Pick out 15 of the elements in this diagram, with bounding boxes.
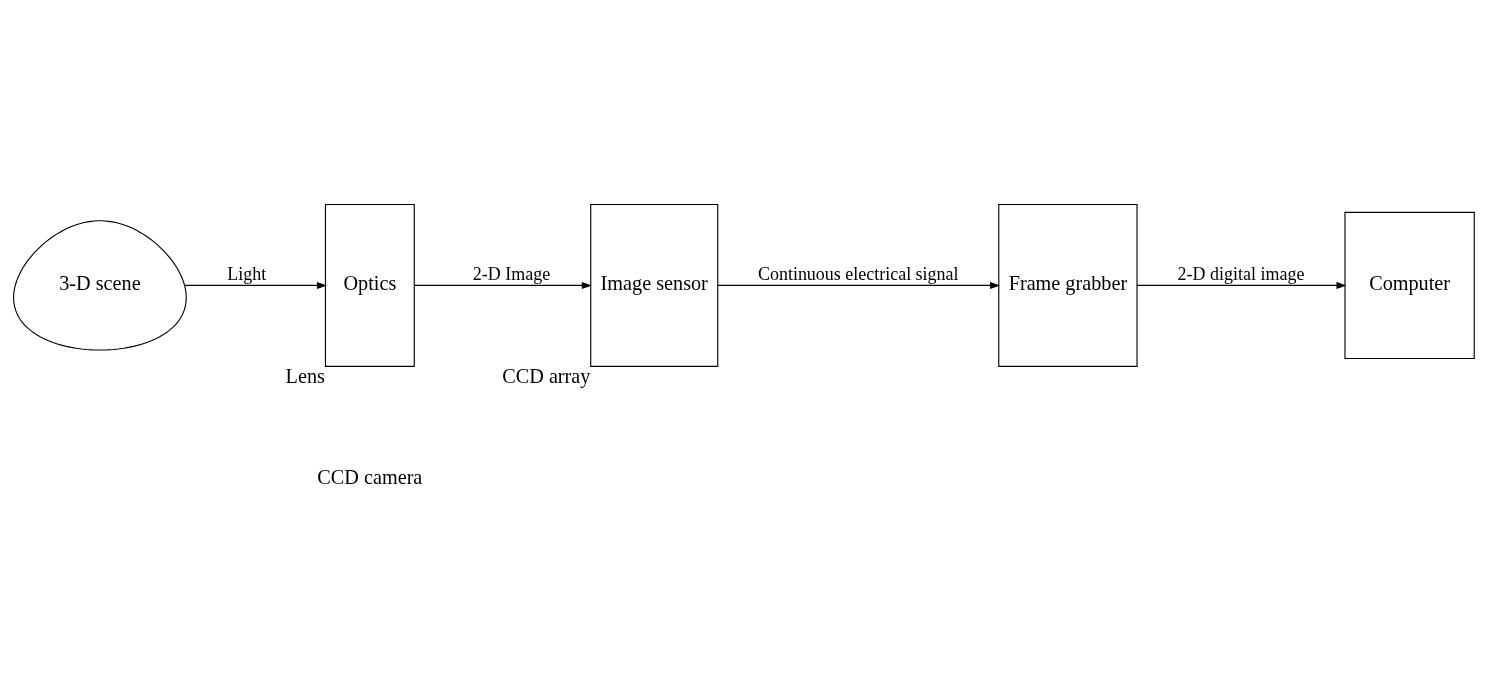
node-box: Frame grabber (998, 203, 1138, 367)
node-box: Image sensor (590, 203, 719, 367)
node-label: Lens (285, 364, 325, 387)
edge-label: Light (227, 263, 267, 284)
edge-label: 2-D Image (472, 263, 551, 284)
label: CCD camera (317, 465, 423, 488)
node-box: Optics (324, 203, 415, 367)
edge-label: 2-D digital image (1177, 263, 1305, 284)
edge-label: Continuous electrical signal (757, 263, 959, 284)
arrow (1136, 281, 1347, 289)
arrow (184, 281, 328, 289)
arrow (717, 281, 1001, 289)
arrow (413, 281, 592, 289)
node-box: Computer (1344, 211, 1475, 359)
node-label: CCD array (502, 364, 591, 387)
